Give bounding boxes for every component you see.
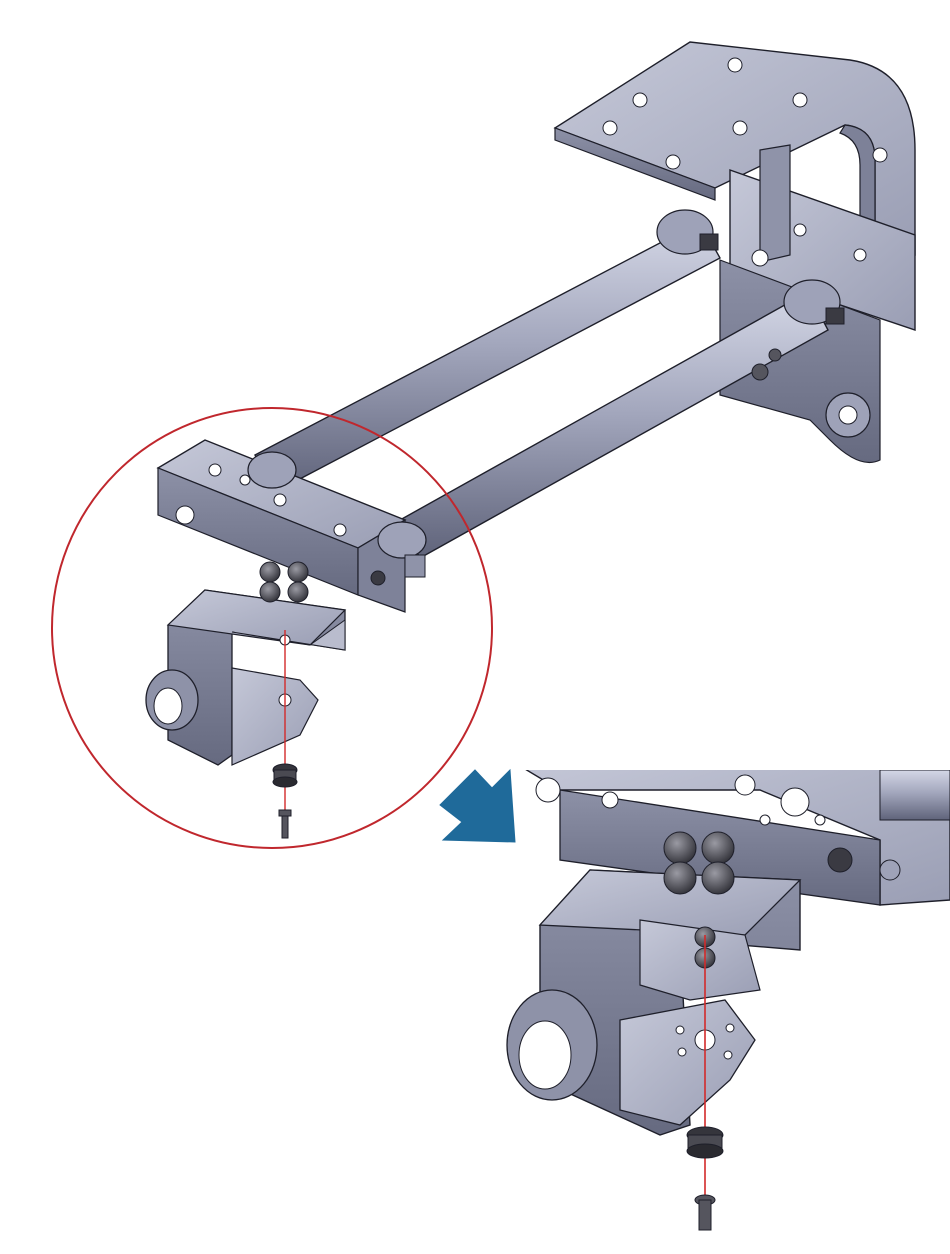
shaft-hub	[146, 670, 198, 730]
detail-view	[507, 760, 950, 1230]
long-tube-upper	[255, 222, 720, 492]
detail-arrow	[440, 770, 515, 842]
u-bracket	[168, 590, 345, 765]
main-assembly-view	[52, 42, 915, 848]
nut-cluster	[260, 562, 308, 602]
long-tube-lower	[400, 292, 828, 558]
